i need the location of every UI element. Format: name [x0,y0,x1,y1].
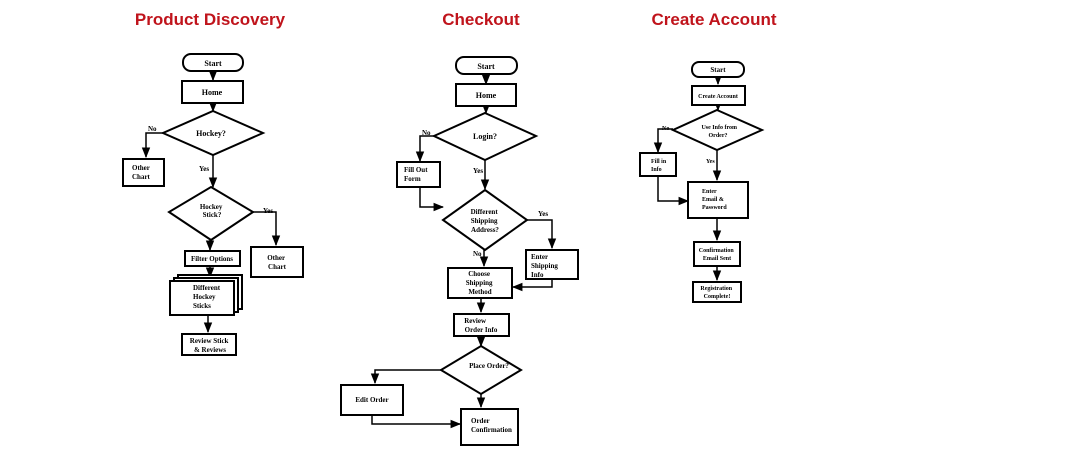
co-enter-shipping-box [525,249,579,280]
pd-review-stick-label: Review Stick & Reviews [190,337,230,354]
title-checkout: Checkout [442,10,520,29]
co-home-box [455,83,517,107]
co-no-label-2: No [473,250,482,258]
pd-filter-options-box [184,250,241,267]
ca-use-info-label: Use Info from Order? [701,125,738,139]
pd-start-label: Start [204,59,222,68]
co-login-decision [431,111,539,162]
co-place-order-decision [439,344,523,396]
ca-start-label: Start [710,66,726,74]
ca-enter-email-label: Enter Email & Password [702,189,727,211]
pd-other-chart-left-label: Other Chart [132,164,152,181]
checkout-flow: Start Home Login? No Fill Out Form Yes D… [340,56,579,446]
product-discovery-flow: Start Home Hockey? No Other Chart Yes Ho… [122,53,304,356]
ca-confirmation-email-label: Confirmation Email Sent [699,248,736,262]
ca-registration-complete-label: Registration Complete! [700,286,733,300]
pd-hockey-decision [160,109,266,157]
ca-confirmation-email-box [693,241,741,267]
pd-home-box [181,80,244,104]
ca-no-label: No [662,126,669,132]
co-home-label: Home [476,91,497,100]
co-fill-out-form-box [396,161,441,188]
co-review-order-box [453,313,510,337]
co-place-order-label: Place Order? [469,362,509,370]
co-yes-label-2: Yes [538,210,548,218]
ca-create-account-label: Create Account [698,94,738,100]
co-no-label-1: No [422,129,431,137]
co-different-shipping-decision [441,188,529,252]
ca-fill-in-info-box [639,152,677,177]
ca-enter-email-box [687,181,749,219]
pd-yes-label-2: Yes [263,207,273,215]
pd-other-chart-right-label: Other Chart [267,254,287,271]
create-account-flow: Start Create Account Use Info from Order… [639,61,765,303]
pd-filter-options-label: Filter Options [191,255,233,263]
co-review-order-label: Review Order Info [464,317,498,334]
co-choose-shipping-box [447,267,513,299]
ca-start-terminal [691,61,745,78]
co-edit-order-box [340,384,404,416]
co-order-confirmation-label: Order Confirmation [471,417,512,434]
co-fill-out-form-label: Fill Out Form [404,166,429,183]
pd-different-sticks-label: Different Hockey Sticks [193,284,222,310]
pd-yes-label-1: Yes [199,165,209,173]
co-enter-shipping-label: Enter Shipping Info [531,253,560,279]
co-login-label: Login? [473,132,497,141]
pd-other-chart-right-box [250,246,304,278]
co-start-label: Start [477,62,495,71]
title-create-account: Create Account [651,10,777,29]
pd-hockey-stick-decision [167,185,255,242]
title-product-discovery: Product Discovery [134,10,286,29]
co-start-terminal [455,56,518,75]
co-yes-label-1: Yes [473,167,483,175]
pd-review-stick-box [181,333,237,356]
co-choose-shipping-label: Choose Shipping Method [466,270,495,296]
ca-yes-label: Yes [706,159,715,165]
co-different-shipping-label: Different Shipping Address? [471,208,500,234]
ca-create-account-box [691,85,746,106]
pd-different-sticks-box [169,280,235,316]
pd-other-chart-left-box [122,158,165,187]
pd-home-label: Home [202,88,223,97]
co-edit-order-label: Edit Order [355,396,388,404]
pd-hockey-label: Hockey? [196,129,226,138]
co-order-confirmation-box [460,408,519,446]
pd-start-terminal [182,53,244,72]
ca-registration-complete-box [692,281,742,303]
pd-hockey-stick-label: Hockey Stick? [200,203,224,219]
ca-fill-in-info-label: Fill in Info [651,159,668,173]
ca-use-info-decision [670,108,765,152]
pd-no-label: No [148,125,157,133]
